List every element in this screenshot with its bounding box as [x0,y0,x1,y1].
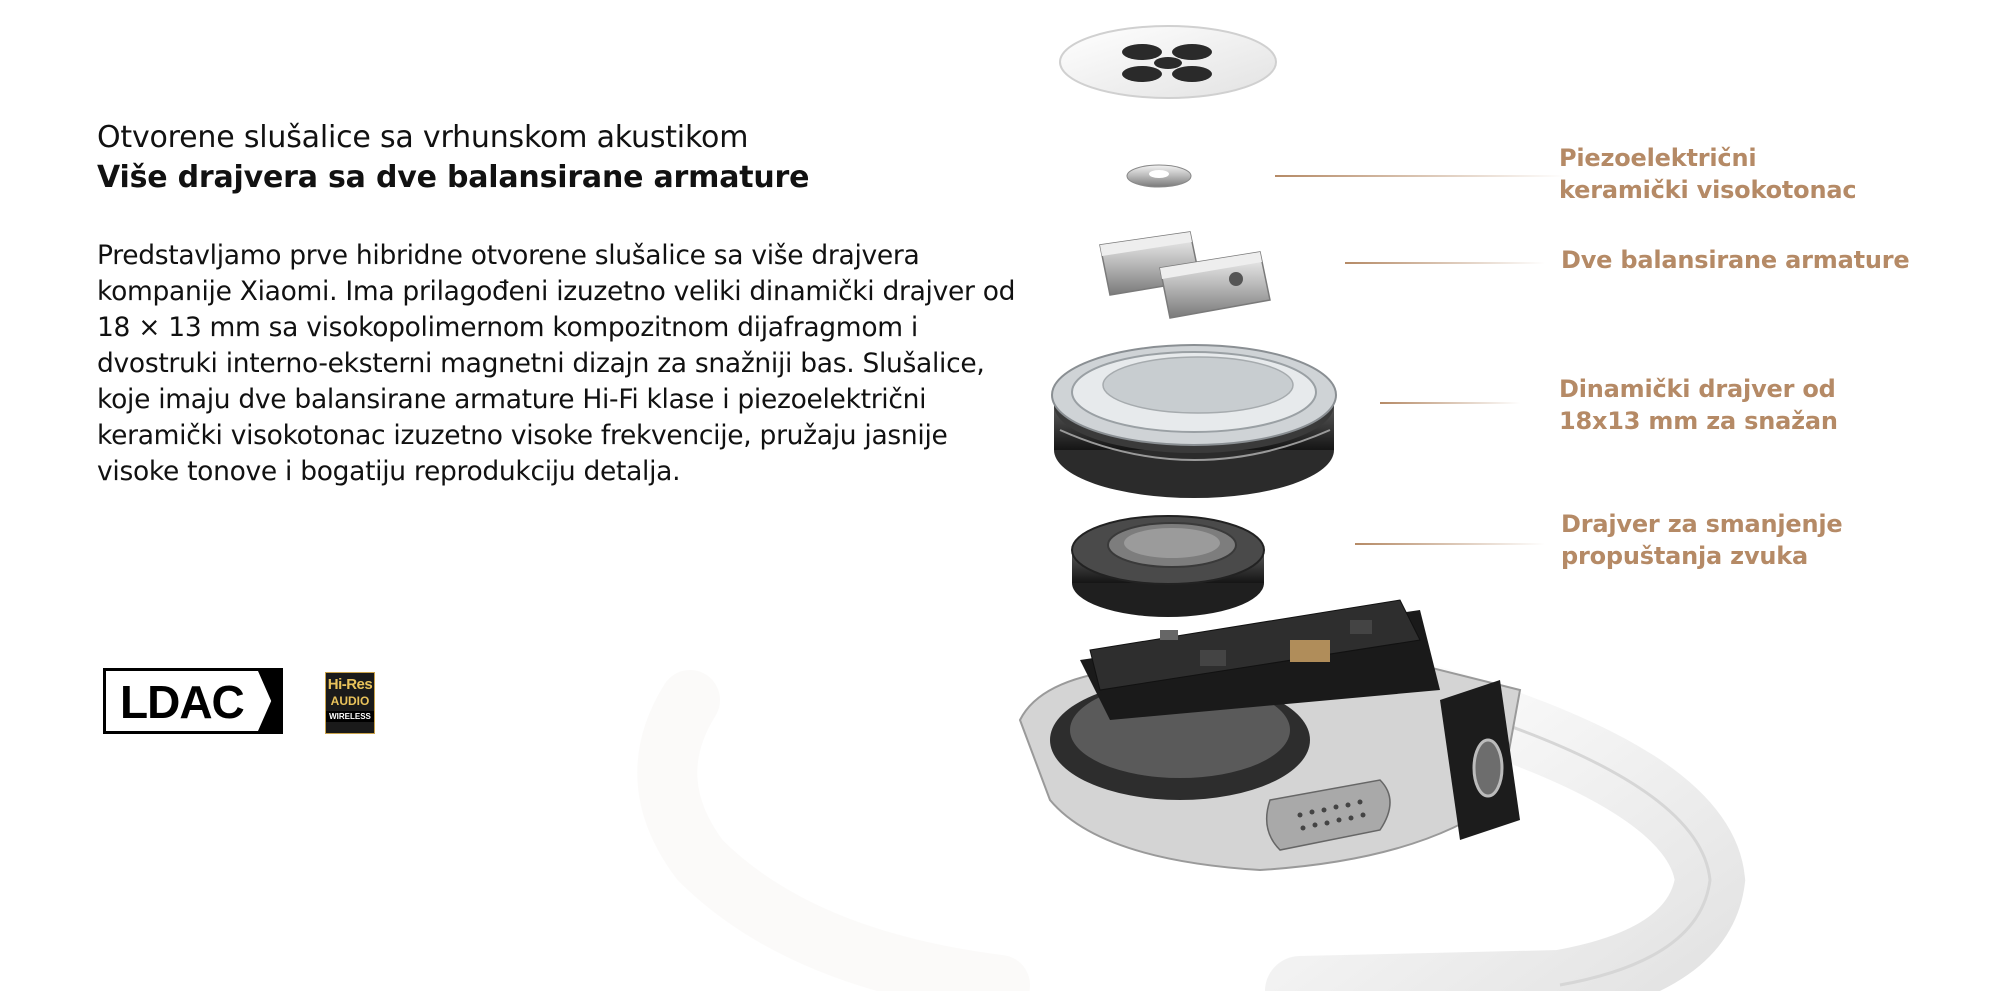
callout-piezo-tweeter: Piezoelektrični keramički visokotonac [1559,142,1857,206]
leader-line-piezo [1275,175,1565,177]
leader-line-armatures [1345,262,1545,264]
dynamic-driver [1051,344,1337,498]
callout-piezo-line1: Piezoelektrični [1559,144,1757,172]
callout-dynamic-line2: 18x13 mm za snažan [1559,407,1838,435]
intro-headline: Više drajvera sa dve balansirane armatur… [97,160,810,195]
leakage-driver [1071,515,1265,617]
balanced-armatures [1099,231,1271,319]
hires-logo-line1: Hi-Res [327,676,373,693]
ldac-logo: LDAC [103,668,283,734]
pcb-housing [1018,599,1522,872]
intro-body: Predstavljamo prve hibridne otvorene slu… [97,240,1016,487]
hires-audio-wireless-logo: Hi-Res AUDIO WIRELESS [325,672,375,734]
callout-dynamic-driver: Dinamički drajver od 18x13 mm za snažan [1559,373,1838,437]
callout-piezo-line2: keramički visokotonac [1559,176,1857,204]
grille-disc [1059,25,1277,99]
ldac-logo-text: LDAC [120,676,245,728]
hires-logo-line3: WIRELESS [326,711,374,722]
callout-leakage-line1: Drajver za smanjenje [1561,510,1843,538]
callout-leakage-line2: propuštanja zvuka [1561,542,1809,570]
callout-balanced-armatures: Dve balansirane armature [1561,244,1910,276]
ear-hook-ghost [637,670,1030,991]
ear-hook-band [1265,665,1746,991]
callout-leakage-driver: Drajver za smanjenje propuštanja zvuka [1561,508,1843,572]
callout-armatures-line1: Dve balansirane armature [1561,246,1910,274]
intro-subtitle: Otvorene slušalice sa vrhunskom akustiko… [97,120,749,155]
ldac-logo-wedge [258,671,280,731]
leader-line-dynamic [1380,402,1520,404]
intro-copy: Otvorene slušalice sa vrhunskom akustiko… [97,118,1017,517]
callout-dynamic-line1: Dinamički drajver od [1559,375,1836,403]
piezo-tweeter [1126,164,1192,188]
leader-line-leakage [1355,543,1545,545]
hires-logo-line2: AUDIO [330,694,370,708]
